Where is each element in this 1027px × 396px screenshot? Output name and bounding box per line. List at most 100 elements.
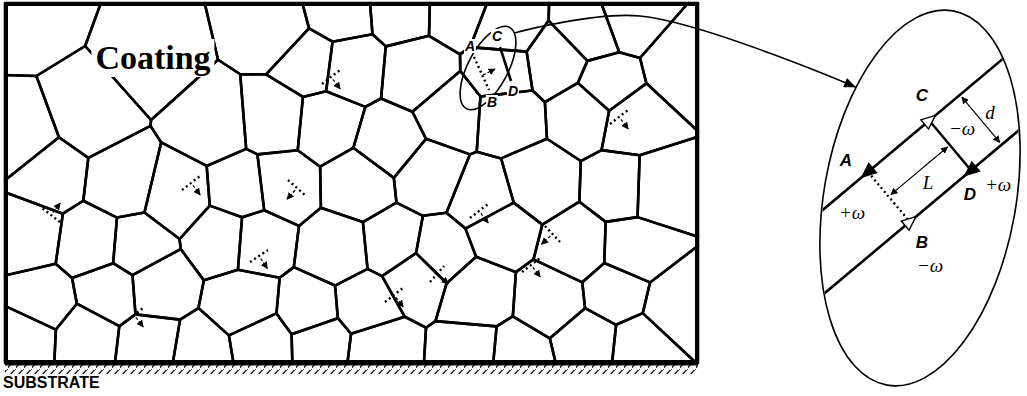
burgers-arrow <box>439 276 448 284</box>
dislocation-line <box>545 226 560 242</box>
dislocation-line <box>250 250 268 262</box>
region-label: SUBSTRATE <box>3 375 100 391</box>
grain-boundary <box>416 213 476 284</box>
dislocation-marks <box>42 47 628 327</box>
grain-boundary <box>394 139 470 216</box>
point-label: +ω <box>983 175 1013 194</box>
grain-boundary <box>579 150 639 222</box>
dislocation-line <box>385 288 403 302</box>
grain-boundary <box>298 91 366 166</box>
dislocation-line <box>182 176 200 190</box>
point-label: C <box>491 29 503 43</box>
dislocation-line <box>610 110 628 124</box>
grain-boundary <box>173 308 234 363</box>
grain-boundary <box>5 137 88 213</box>
grain-boundaries <box>5 3 698 363</box>
grain-boundary <box>5 75 59 180</box>
grain-boundary <box>54 304 119 363</box>
positive-disclination <box>862 164 877 178</box>
ellipse-outline <box>820 8 1020 388</box>
burgers-arrow <box>621 119 628 128</box>
burgers-arrow <box>193 185 200 194</box>
grain-boundary <box>5 264 77 330</box>
point-label: +ω <box>837 203 867 222</box>
grain-boundary <box>240 74 303 154</box>
zoom-arrow <box>514 15 856 87</box>
positive-disclination <box>965 162 980 176</box>
grain-boundary <box>501 139 581 225</box>
dimension-line <box>891 147 948 195</box>
ellipse-outline <box>792 0 1027 396</box>
grain-boundary <box>335 269 405 334</box>
burgers-arrow <box>333 79 340 88</box>
negative-disclination <box>901 217 916 231</box>
point-label: L <box>921 173 936 192</box>
coating-layer: Coating A C DB <box>5 3 698 363</box>
grain-boundary <box>198 270 279 336</box>
grain-boundary <box>435 257 515 327</box>
point-label: B <box>486 95 498 109</box>
point-label: −ω <box>915 256 945 275</box>
point-label: A <box>838 152 854 169</box>
grain-boundary <box>424 321 497 363</box>
negative-disclination <box>921 115 936 129</box>
dislocation-line <box>322 70 340 84</box>
grain-boundary <box>602 83 698 155</box>
dislocation-line <box>470 204 488 218</box>
burgers-arrow <box>261 258 268 268</box>
grain-boundary <box>612 313 696 363</box>
grain-boundary <box>85 3 218 120</box>
grain-boundary <box>229 313 292 363</box>
burgers-arrow <box>542 236 551 244</box>
burgers-arrow <box>53 203 60 212</box>
grain-boundary <box>347 317 426 363</box>
zoom-detail <box>745 5 1027 325</box>
dislocation-line <box>522 258 540 272</box>
grain-boundary <box>363 203 423 277</box>
grain-boundary <box>601 3 688 58</box>
point-label: B <box>914 234 930 251</box>
point-label: −ω <box>947 119 977 138</box>
grain-boundary <box>643 246 698 363</box>
grain-boundary <box>640 3 698 131</box>
grain-boundary <box>460 47 533 96</box>
grain-boundary <box>205 3 309 74</box>
burgers-arrow <box>287 190 295 199</box>
burgers-arrow <box>396 297 403 306</box>
grain-boundary <box>477 90 547 158</box>
zoom-ellipse: A+ωC−ωD+ωB−ωdL <box>820 8 1020 388</box>
grain-boundary <box>266 28 332 97</box>
burgers-arrow <box>533 267 540 276</box>
burgers-arrow <box>136 317 143 326</box>
grain-boundary <box>381 36 460 112</box>
grain-boundary <box>493 316 555 363</box>
grain-boundary <box>578 52 647 111</box>
substrate-hatch <box>5 365 698 374</box>
grain-boundary <box>5 306 56 363</box>
grain-boundary <box>113 212 181 275</box>
grain-boundary <box>132 249 203 320</box>
grain-boundary <box>238 210 299 278</box>
point-label: d <box>983 103 997 122</box>
grain-boundary <box>604 217 698 282</box>
grain-boundary <box>500 47 511 81</box>
dislocation-line <box>474 57 489 90</box>
dislocation-line <box>288 180 306 196</box>
point-label: A <box>464 39 476 53</box>
point-label: D <box>962 186 978 203</box>
layer-label: Coating <box>91 39 214 77</box>
burgers-arrow <box>483 69 495 75</box>
grain-boundary <box>545 83 609 161</box>
point-label: D <box>507 84 519 98</box>
zoom-ellipse: A C DB <box>460 26 516 110</box>
grain-boundary <box>638 137 698 237</box>
dislocation-line <box>42 208 60 222</box>
dislocation-line <box>868 172 910 222</box>
slip-plane <box>745 5 1027 275</box>
grain-boundary <box>292 318 351 363</box>
dislocation-line <box>125 308 143 322</box>
grain-boundary <box>527 21 588 103</box>
grain-boundary <box>550 308 616 363</box>
dislocation-line <box>430 266 444 282</box>
